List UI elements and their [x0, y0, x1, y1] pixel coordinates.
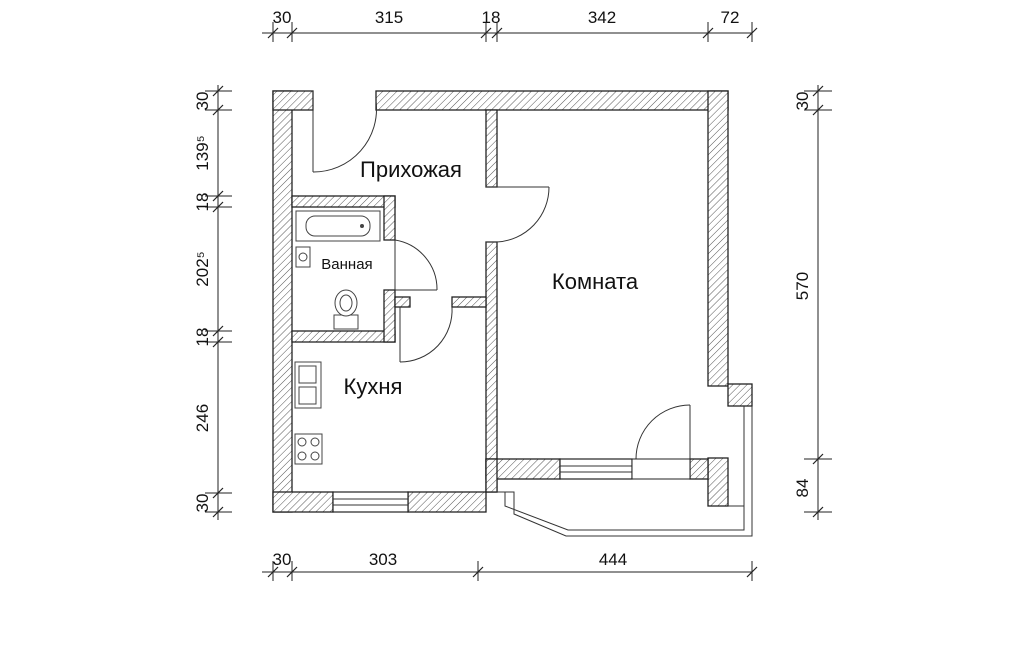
dim-left-5: 18	[193, 328, 212, 347]
dim-bottom-2: 303	[369, 550, 397, 569]
room-label-room: Комната	[552, 269, 639, 294]
toilet	[333, 289, 359, 330]
dim-top-1: 30	[273, 8, 292, 27]
balcony	[496, 406, 753, 537]
dim-left-6: 246	[193, 404, 212, 432]
dim-top-2: 315	[375, 8, 403, 27]
dim-left-1: 30	[193, 92, 212, 111]
dim-bottom-1: 30	[273, 550, 292, 569]
dim-right-3: 84	[793, 479, 812, 498]
room-label-hallway: Прихожая	[360, 157, 462, 182]
bathtub	[295, 210, 381, 242]
dim-left-7: 30	[193, 494, 212, 513]
dim-left-3: 18	[193, 193, 212, 212]
left-dimension-chain: 30 139⁵ 18 202⁵ 18 246 30	[193, 85, 232, 520]
dim-right-1: 30	[793, 92, 812, 111]
dim-right-2: 570	[793, 272, 812, 300]
dim-top-3: 18	[482, 8, 501, 27]
room-label-bathroom: Ванная	[321, 256, 372, 273]
dim-left-4: 202⁵	[193, 251, 212, 286]
top-dimension-chain: 30 315 18 342 72	[262, 8, 758, 42]
dim-top-4: 342	[588, 8, 616, 27]
dim-left-2: 139⁵	[193, 135, 212, 170]
dim-top-5: 72	[721, 8, 740, 27]
bottom-dimension-chain: 30 303 444	[262, 550, 758, 581]
stove	[294, 433, 323, 465]
room-label-kitchen: Кухня	[344, 374, 403, 399]
right-dimension-chain: 30 570 84	[793, 85, 832, 520]
doors	[312, 91, 691, 480]
kitchen-sink	[294, 361, 322, 409]
dim-bottom-3: 444	[599, 550, 627, 569]
sink	[295, 246, 311, 268]
windows	[332, 458, 633, 513]
walls	[272, 90, 753, 513]
